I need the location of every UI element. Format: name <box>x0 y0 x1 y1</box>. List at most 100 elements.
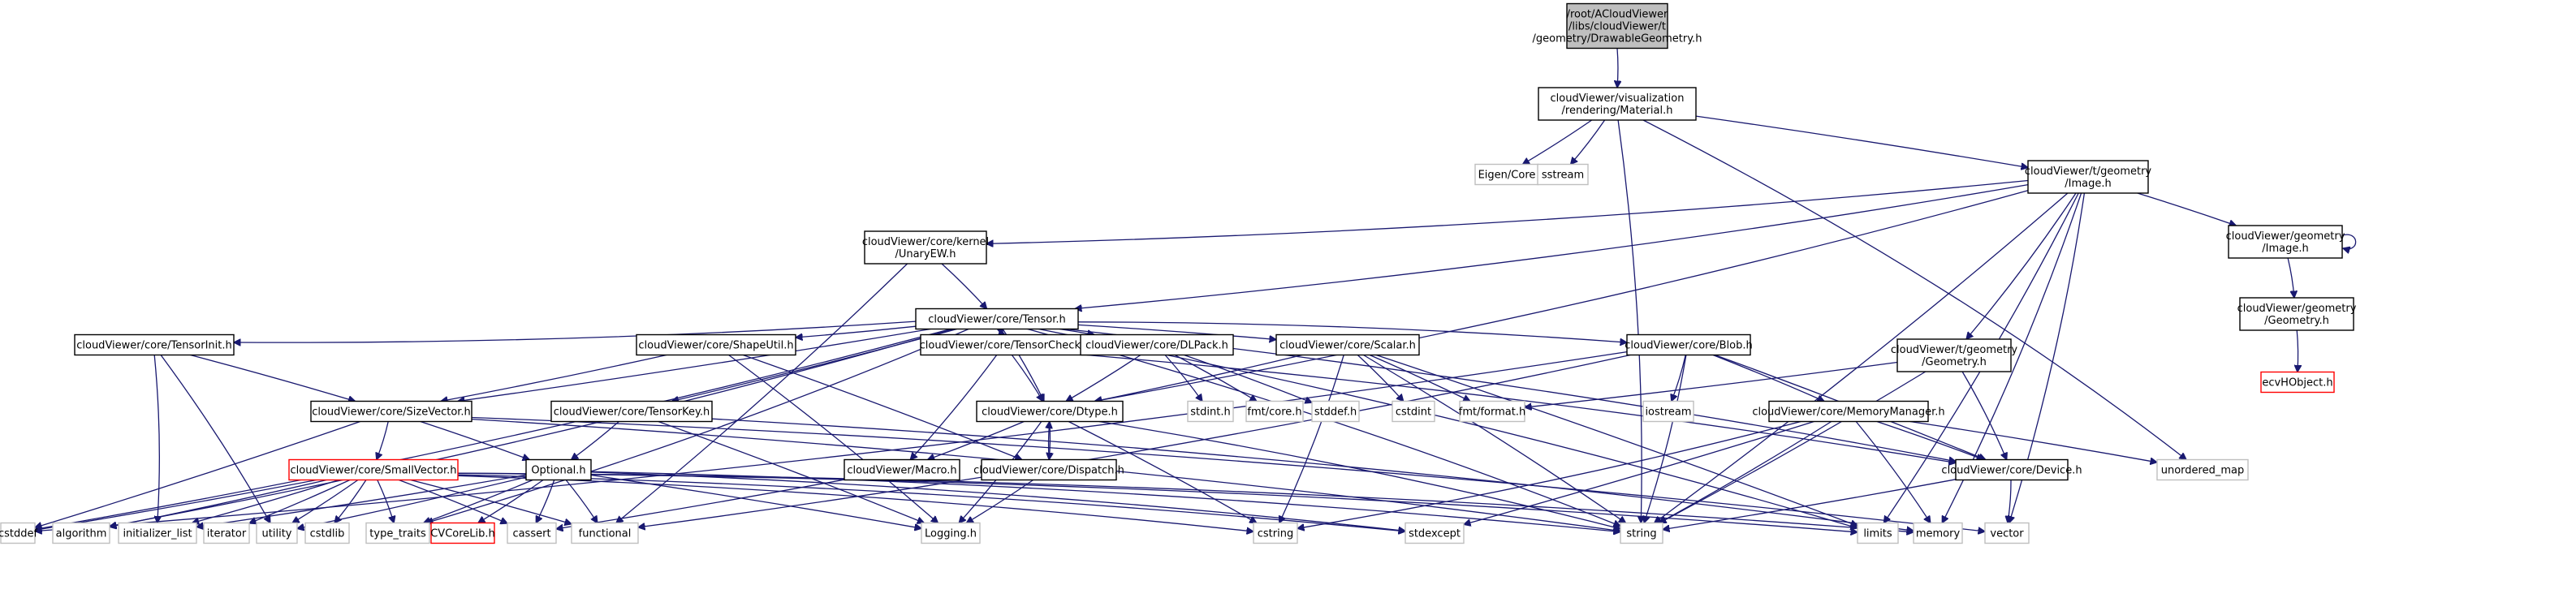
node-device[interactable]: cloudViewer/core/Device.h <box>1941 458 2082 481</box>
edge-small-vector-to-iterator <box>249 479 351 523</box>
edge-small-vector-to-utility <box>292 479 359 523</box>
edge-optional-to-logging <box>590 474 921 529</box>
node-type-traits: type_traits <box>365 522 430 544</box>
node-optional[interactable]: Optional.h <box>525 458 592 481</box>
node-fmt-format: fmt/format.h <box>1459 400 1525 423</box>
node-scalar[interactable]: cloudViewer/core/Scalar.h <box>1275 333 1420 356</box>
node-label: cloudViewer/core/Scalar.h <box>1279 340 1416 352</box>
node-memory-manager[interactable]: cloudViewer/core/MemoryManager.h <box>1752 400 1945 423</box>
edge-dlpack-to-stddef-h <box>1184 354 1313 403</box>
edge-tensor-to-size-vector <box>458 328 931 402</box>
edge-optional-to-string <box>590 471 1620 531</box>
node-box <box>1768 400 1929 423</box>
node-shape-util[interactable]: cloudViewer/core/ShapeUtil.h <box>636 333 796 356</box>
node-cstddef: cstddef <box>0 522 37 544</box>
node-vector: vector <box>1984 522 2030 544</box>
node-tensor[interactable]: cloudViewer/core/Tensor.h <box>915 308 1079 330</box>
node-label: algorithm <box>56 528 107 540</box>
node-label: cloudViewer/core/SmallVector.h <box>290 465 456 477</box>
node-box <box>1275 333 1420 356</box>
edge-optional-to-stdexcept <box>590 471 1405 531</box>
node-stdexcept: stdexcept <box>1405 522 1465 544</box>
node-box <box>430 522 495 544</box>
node-geometry-geometry[interactable]: cloudViewer/geometry/Geometry.h <box>2237 297 2357 331</box>
node-label: cloudViewer/geometry <box>2226 230 2345 243</box>
node-label: cloudViewer/core/Blob.h <box>1625 340 1752 352</box>
edge-memory-manager-to-device <box>1876 420 1983 460</box>
node-cstdlib: cstdlib <box>304 522 350 544</box>
edge-dlpack-to-dtype <box>1066 354 1141 402</box>
node-box <box>1392 400 1435 423</box>
edge-memory-manager-to-stdexcept <box>1464 420 1814 525</box>
edge-tensor-to-string <box>1027 328 1620 527</box>
node-root[interactable]: /root/ACloudViewer/libs/cloudViewer/t/ge… <box>1533 2 1702 49</box>
node-macro[interactable]: cloudViewer/Macro.h <box>844 458 960 481</box>
edge-tensor-to-tensor-init <box>234 321 917 342</box>
edge-geometry-image-to-geometry-image <box>2342 234 2357 249</box>
node-unary-ew[interactable]: cloudViewer/core/kernel/UnaryEW.h <box>862 230 989 265</box>
edge-device-to-vector <box>2008 480 2011 523</box>
edge-small-vector-to-cassert <box>399 479 507 524</box>
node-label: /root/ACloudViewer <box>1567 9 1668 21</box>
node-fmt-core: fmt/core.h <box>1245 400 1304 423</box>
node-dispatch[interactable]: cloudViewer/core/Dispatch.h <box>973 458 1124 481</box>
node-blob[interactable]: cloudViewer/core/Blob.h <box>1625 333 1753 356</box>
node-box <box>1080 333 1234 356</box>
edge-small-vector-to-stdexcept <box>457 474 1405 531</box>
node-iterator: iterator <box>203 522 250 544</box>
edge-small-vector-to-cstdlib <box>334 480 367 523</box>
node-cstdint: cstdint <box>1392 400 1435 423</box>
node-box <box>981 458 1117 481</box>
edge-t-image-to-string <box>1655 192 2069 523</box>
node-t-geometry[interactable]: cloudViewer/t/geometry/Geometry.h <box>1891 338 2018 372</box>
node-dlpack[interactable]: cloudViewer/core/DLPack.h <box>1080 333 1234 356</box>
node-initializer-list: initializer_list <box>118 522 197 544</box>
node-box <box>1538 87 1697 121</box>
node-label: unordered_map <box>2161 465 2245 477</box>
edge-memory-manager-to-string <box>1659 420 1832 523</box>
node-cvcorelib[interactable]: CVCoreLib.h <box>430 522 495 544</box>
edge-small-vector-to-functional <box>410 479 572 524</box>
node-string: string <box>1620 522 1663 544</box>
edge-tensor-to-type-traits <box>426 328 969 523</box>
edge-t-image-to-unary-ew <box>986 179 2029 244</box>
node-ecvhobject[interactable]: ecvHObject.h <box>2260 371 2335 394</box>
node-box <box>1187 400 1234 423</box>
node-tensor-check[interactable]: cloudViewer/core/TensorCheck.h <box>920 333 1091 356</box>
edge-material-to-sstream <box>1571 119 1606 165</box>
node-geometry-image[interactable]: cloudViewer/geometry/Image.h <box>2226 225 2345 259</box>
node-box <box>2260 371 2335 394</box>
node-t-image[interactable]: cloudViewer/t/geometry/Image.h <box>2025 160 2152 194</box>
node-tensor-key[interactable]: cloudViewer/core/TensorKey.h <box>550 400 713 423</box>
edge-t-geometry-to-string <box>1659 371 1927 523</box>
edge-optional-to-type-traits <box>424 479 533 523</box>
node-box <box>365 522 430 544</box>
node-box <box>310 400 472 423</box>
node-size-vector[interactable]: cloudViewer/core/SizeVector.h <box>310 400 472 423</box>
node-label: cstdlib <box>310 528 345 540</box>
node-eigen-core: Eigen/Core <box>1474 163 1539 186</box>
node-box <box>525 458 592 481</box>
node-label: iterator <box>207 528 247 540</box>
edge-small-vector-to-type-traits <box>377 480 394 523</box>
edge-memory-manager-to-memory <box>1855 421 1931 523</box>
edge-device-to-string <box>1663 479 1957 530</box>
node-label: cloudViewer/core/MemoryManager.h <box>1752 407 1944 419</box>
node-limits: limits <box>1857 522 1899 544</box>
node-small-vector[interactable]: cloudViewer/core/SmallVector.h <box>288 458 459 481</box>
node-dtype[interactable]: cloudViewer/core/Dtype.h <box>976 400 1124 423</box>
node-label: cloudViewer/core/kernel <box>862 236 989 248</box>
node-label: cloudViewer/visualization <box>1551 92 1685 105</box>
node-utility: utility <box>256 522 298 544</box>
node-box <box>864 230 987 265</box>
node-label: cstring <box>1258 528 1293 540</box>
edge-blob-to-memory-manager <box>1712 354 1824 402</box>
node-tensor-init[interactable]: cloudViewer/core/TensorInit.h <box>74 333 235 356</box>
node-label: string <box>1626 528 1656 540</box>
node-label: /UnaryEW.h <box>895 248 956 260</box>
node-material[interactable]: cloudViewer/visualization/rendering/Mate… <box>1538 87 1697 121</box>
node-label: /rendering/Material.h <box>1562 105 1673 117</box>
node-label: cloudViewer/core/ShapeUtil.h <box>638 340 793 352</box>
node-box <box>915 308 1079 330</box>
node-box <box>921 522 981 544</box>
